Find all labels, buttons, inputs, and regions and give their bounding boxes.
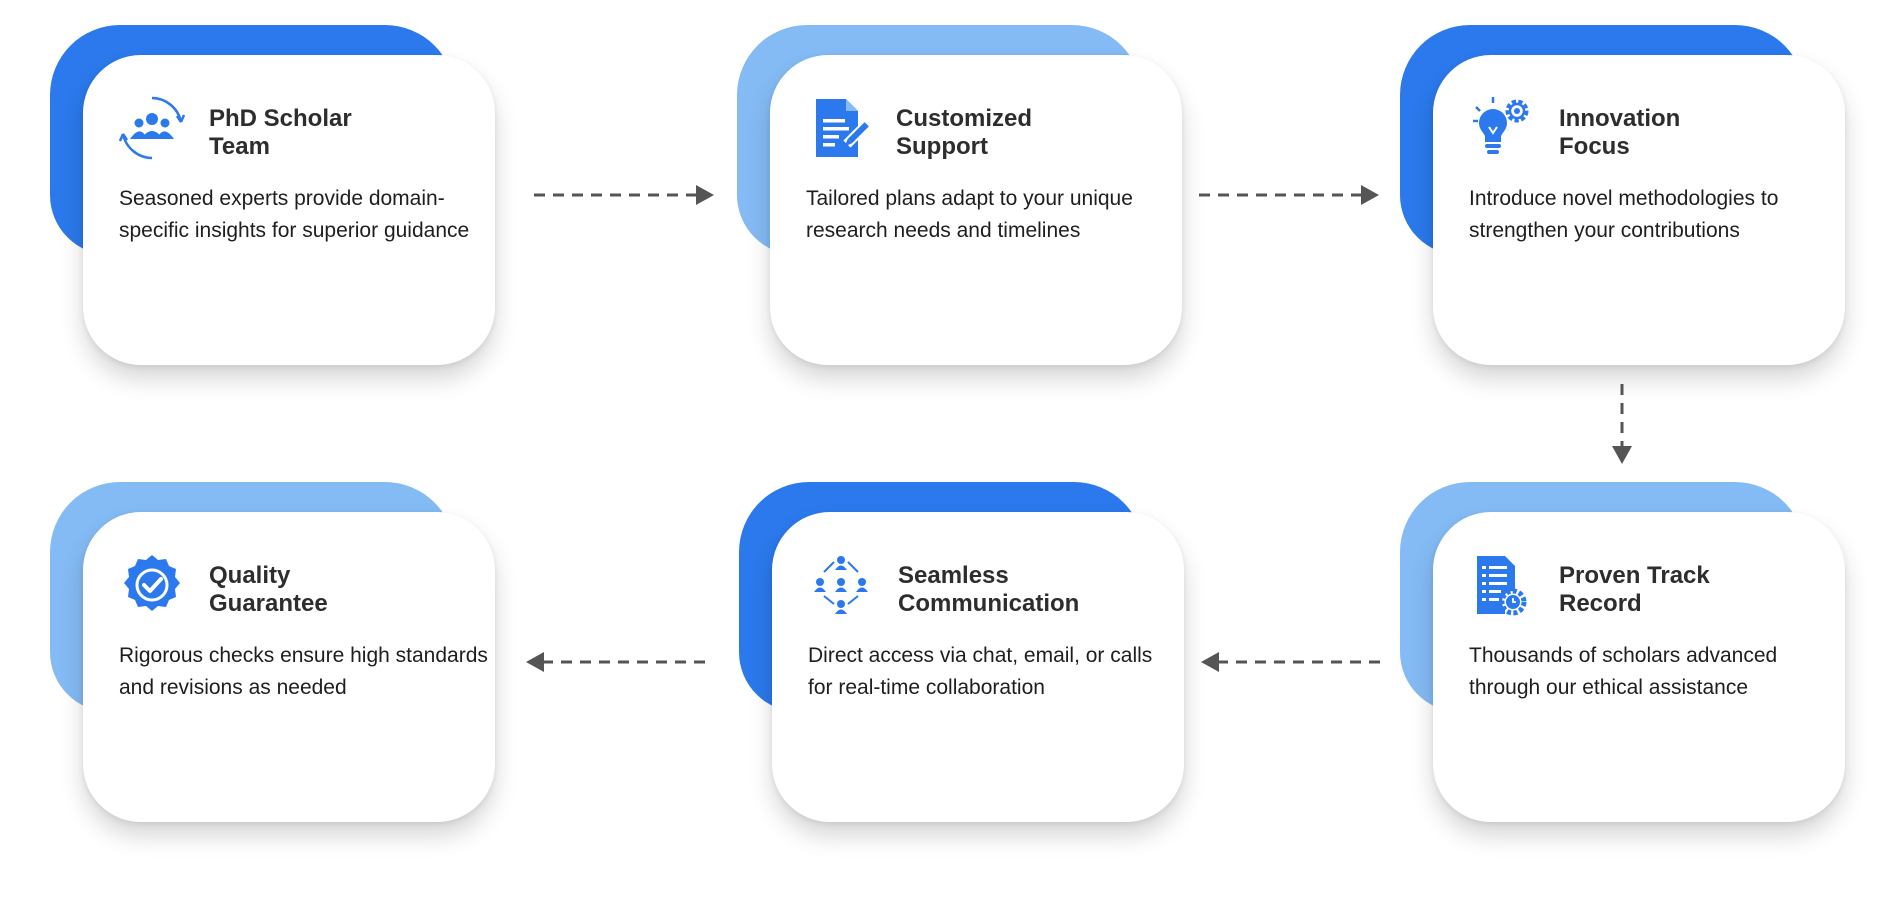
- arrow-left-1: [1201, 652, 1381, 672]
- arrow-right-1: [534, 185, 714, 205]
- lightbulb-gear-icon: [1473, 97, 1529, 154]
- card-description: Tailored plans adapt to your unique rese…: [806, 187, 1133, 242]
- card-title: Proven Track Record: [1559, 562, 1710, 617]
- card-title: Customized Support: [896, 105, 1033, 160]
- card-title: Seamless Communication: [898, 562, 1080, 617]
- card-panel: Quality Guarantee Rigorous checks ensure…: [83, 512, 495, 822]
- card-phd-scholar-team: PhD Scholar Team Seasoned experts provid…: [50, 25, 495, 365]
- card-panel: Innovation Focus Introduce novel methodo…: [1433, 55, 1845, 365]
- card-quality-guarantee: Quality Guarantee Rigorous checks ensure…: [50, 482, 495, 822]
- card-panel: Proven Track Record Thousands of scholar…: [1433, 512, 1845, 822]
- card-description: Direct access via chat, email, or calls …: [808, 644, 1153, 699]
- card-panel: Seamless Communication Direct access via…: [772, 512, 1184, 822]
- card-title: Innovation Focus: [1559, 105, 1681, 160]
- card-title: PhD Scholar Team: [209, 105, 352, 160]
- card-seamless-communication: Seamless Communication Direct access via…: [739, 482, 1184, 822]
- card-panel: PhD Scholar Team Seasoned experts provid…: [83, 55, 495, 365]
- network-people-icon: [814, 556, 868, 614]
- card-innovation-focus: Innovation Focus Introduce novel methodo…: [1400, 25, 1845, 365]
- arrow-right-2: [1199, 185, 1379, 205]
- card-proven-track-record: Proven Track Record Thousands of scholar…: [1400, 482, 1845, 822]
- card-description: Rigorous checks ensure high standards an…: [119, 644, 488, 699]
- card-description: Introduce novel methodologies to strengt…: [1469, 187, 1779, 242]
- document-pen-icon: [816, 99, 872, 157]
- report-clock-icon: [1477, 556, 1527, 616]
- card-customized-support: Customized Support Tailored plans adapt …: [737, 25, 1182, 365]
- card-description: Seasoned experts provide domain-specific…: [119, 187, 470, 242]
- card-panel: Customized Support Tailored plans adapt …: [770, 55, 1182, 365]
- arrow-down: [1612, 384, 1632, 464]
- check-badge-icon: [124, 555, 180, 611]
- card-description: Thousands of scholars advanced through o…: [1469, 644, 1778, 699]
- card-title: Quality Guarantee: [209, 562, 328, 617]
- arrow-left-2: [526, 652, 706, 672]
- team-circle-icon: [119, 96, 185, 160]
